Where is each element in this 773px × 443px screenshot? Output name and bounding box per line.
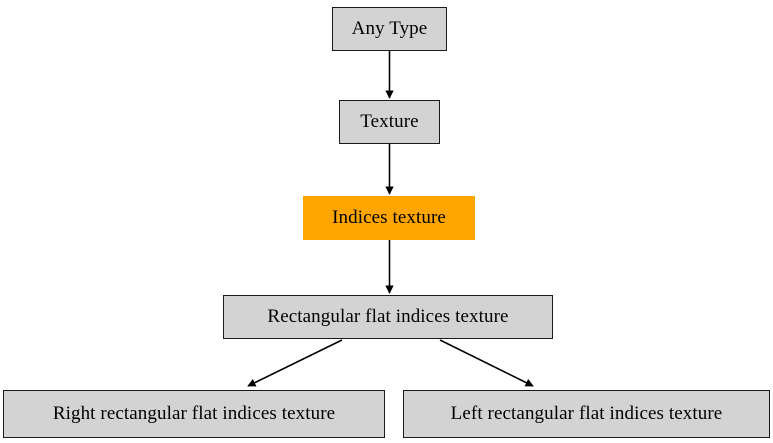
- node-texture-label: Texture: [360, 110, 419, 132]
- node-indices-texture-label: Indices texture: [332, 206, 446, 228]
- node-right-rectangular-flat-indices-texture[interactable]: Right rectangular flat indices texture: [3, 390, 385, 438]
- node-left-rectangular-flat-indices-texture[interactable]: Left rectangular flat indices texture: [403, 390, 770, 438]
- node-indices-texture[interactable]: Indices texture: [303, 196, 475, 240]
- node-any-type[interactable]: Any Type: [332, 7, 447, 51]
- node-rectangular-flat-indices-texture[interactable]: Rectangular flat indices texture: [223, 295, 553, 339]
- node-rectangular-flat-indices-texture-label: Rectangular flat indices texture: [267, 305, 509, 327]
- edge-rect-flat-to-left-rect: [439, 339, 534, 387]
- node-texture[interactable]: Texture: [339, 100, 440, 144]
- node-left-rectangular-flat-indices-texture-label: Left rectangular flat indices texture: [450, 402, 723, 424]
- edge-rect-flat-to-right-rect: [247, 339, 343, 387]
- node-right-rectangular-flat-indices-texture-label: Right rectangular flat indices texture: [52, 402, 336, 424]
- node-any-type-label: Any Type: [351, 17, 428, 39]
